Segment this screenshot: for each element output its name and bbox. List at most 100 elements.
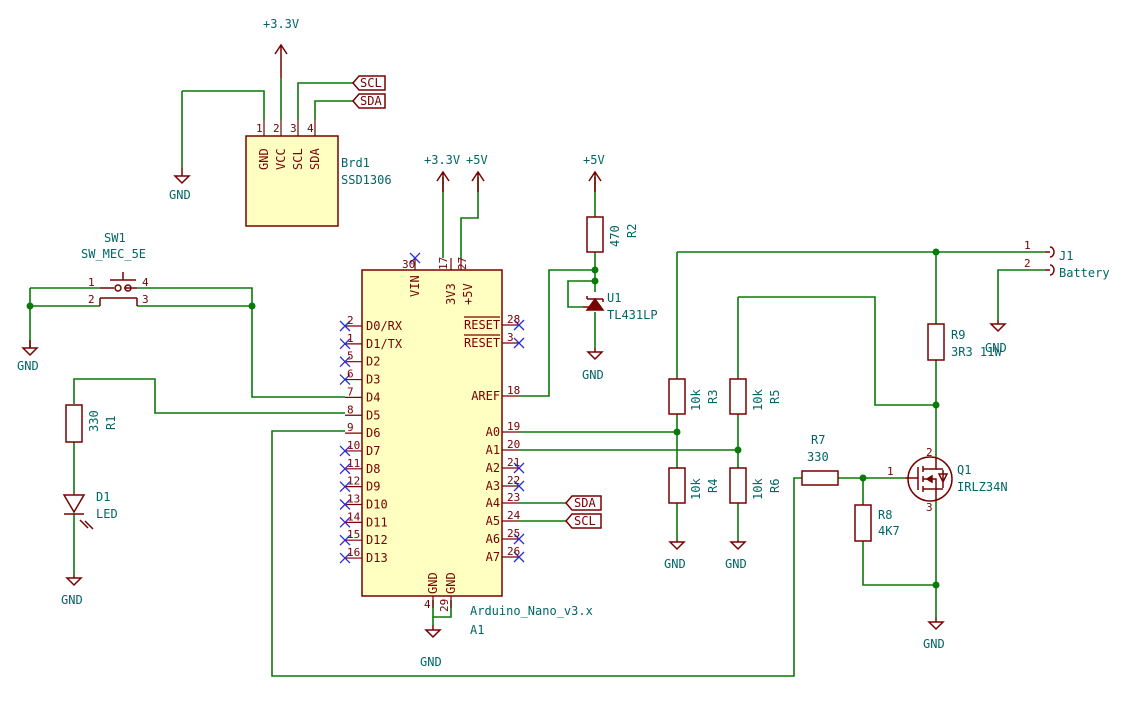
pin-number: 17 xyxy=(437,257,450,270)
pin-name: A5 xyxy=(486,514,500,528)
power-label: +5V xyxy=(466,153,488,167)
display-module: 1 2 3 4 GND VCC SCL SDA Brd1 SSD1306 xyxy=(245,120,392,227)
connector-j1: 1 2 J1 Battery xyxy=(1024,239,1110,280)
resistor-r6: 10k R6 xyxy=(729,467,782,504)
net-label-sda-display: SDA xyxy=(352,93,386,109)
gnd-label: GND xyxy=(664,557,686,571)
component-value: SSD1306 xyxy=(341,173,392,187)
junction-dot xyxy=(932,401,940,409)
power-label: +3.3V xyxy=(424,153,460,167)
gnd-label: GND xyxy=(61,593,83,607)
pin-name: AREF xyxy=(471,389,500,403)
component-ref: R4 xyxy=(706,479,720,493)
component-value: Arduino_Nano_v3.x xyxy=(470,604,593,618)
switch-sw1: SW1 SW_MEC_5E 1 2 4 3 xyxy=(81,231,149,306)
pin-number: 28 xyxy=(507,313,520,326)
component-value: 3R3 11W xyxy=(951,345,1002,359)
component-value: 10k xyxy=(689,478,703,500)
led-d1: D1 LED xyxy=(62,490,118,530)
pin-number: 19 xyxy=(507,420,520,433)
junction-dot xyxy=(859,474,867,482)
pin-name: VIN xyxy=(408,275,422,297)
net-label-scl-display: SCL xyxy=(352,75,386,91)
pin-number: 26 xyxy=(507,545,520,558)
resistor-r2: 470 R2 xyxy=(586,216,639,253)
gnd-label: GND xyxy=(420,655,442,669)
pin-number: 8 xyxy=(347,403,354,416)
component-value: 10k xyxy=(751,478,765,500)
no-connect-mark xyxy=(339,516,351,528)
component-value: 470 xyxy=(608,225,622,247)
component-ref: A1 xyxy=(470,623,484,637)
component-ref: R3 xyxy=(706,390,720,404)
pin-number: 1 xyxy=(1024,239,1031,252)
pin-name: GND xyxy=(426,572,440,594)
resistor-r1: 330 R1 xyxy=(65,404,118,443)
junction-dot xyxy=(591,277,599,285)
junction-dot xyxy=(734,446,742,454)
pin-number: 2 xyxy=(88,293,95,306)
pin-number: 13 xyxy=(347,493,360,506)
no-connect-mark xyxy=(513,551,525,563)
net-label-text: SDA xyxy=(360,94,382,108)
net-label-text: SDA xyxy=(574,496,596,510)
pin-number: 15 xyxy=(347,528,360,541)
pin-number: 22 xyxy=(507,474,520,487)
component-value: IRLZ34N xyxy=(957,480,1008,494)
shunt-reference-u1: U1 TL431LP xyxy=(583,291,658,322)
pin-number: 25 xyxy=(507,527,520,540)
component-value: Battery xyxy=(1059,266,1110,280)
no-connect-mark xyxy=(513,337,525,349)
pin-number: 9 xyxy=(347,421,354,434)
pin-name: +5V xyxy=(461,283,475,305)
resistor-r3: 10k R3 xyxy=(668,378,720,415)
pin-number: 21 xyxy=(507,456,520,469)
pin-name: D11 xyxy=(366,515,388,529)
component-ref: R8 xyxy=(878,508,892,522)
pin-name: A6 xyxy=(486,532,500,546)
gnd-label: GND xyxy=(17,359,39,373)
component-value: 4K7 xyxy=(878,524,900,538)
no-connect-mark xyxy=(513,480,525,492)
component-value: 330 xyxy=(87,410,101,432)
component-ref: R9 xyxy=(951,328,965,342)
no-connect-mark xyxy=(339,481,351,493)
power-5v-nano: +5V xyxy=(466,153,488,192)
pin-number: 10 xyxy=(347,439,360,452)
pin-name: A2 xyxy=(486,461,500,475)
component-value: LED xyxy=(96,507,118,521)
component-ref: R5 xyxy=(768,390,782,404)
pin-name: D12 xyxy=(366,533,388,547)
gnd-symbol: GND xyxy=(61,575,83,607)
pin-name: A4 xyxy=(486,496,500,510)
power-3v3-nano: +3.3V xyxy=(424,153,460,192)
pin-name: A0 xyxy=(486,425,500,439)
pin-number: 5 xyxy=(347,350,354,363)
no-connect-mark xyxy=(339,320,351,332)
wires xyxy=(29,78,1045,677)
pin-number: 3 xyxy=(507,331,514,344)
pin-name: D5 xyxy=(366,408,380,422)
pin-name: RESET xyxy=(464,336,500,350)
pin-number: 1 xyxy=(88,276,95,289)
gnd-label: GND xyxy=(169,188,191,202)
pin-number: 20 xyxy=(507,438,520,451)
pin-name: D6 xyxy=(366,426,380,440)
no-connect-mark xyxy=(339,338,351,350)
pin-number: 6 xyxy=(347,368,354,381)
no-connect-mark xyxy=(339,463,351,475)
pin-name: D2 xyxy=(366,355,380,369)
pin-name: VCC xyxy=(274,148,288,170)
gnd-label: GND xyxy=(985,341,1007,355)
pin-name: D0/RX xyxy=(366,319,403,333)
gnd-label: GND xyxy=(725,557,747,571)
pin-number: 2 xyxy=(1024,257,1031,270)
gnd-symbol: GND xyxy=(923,618,945,651)
pin-name: D10 xyxy=(366,498,388,512)
component-ref: Brd1 xyxy=(341,156,370,170)
component-ref: R1 xyxy=(104,416,118,430)
junction-dot xyxy=(591,266,599,274)
resistor-r9: R9 3R3 11W xyxy=(927,323,1002,361)
